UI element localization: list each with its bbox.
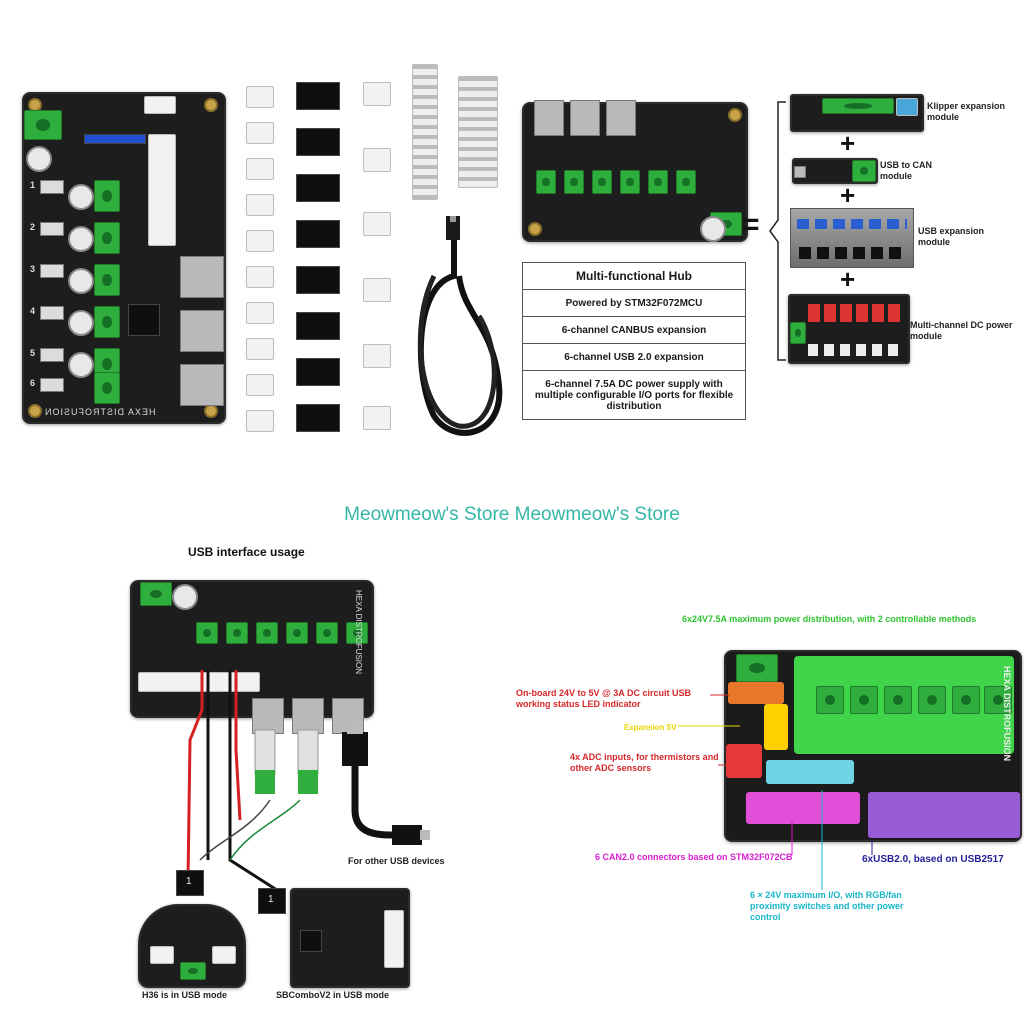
dc-power-module-image [788,294,910,364]
silkscreen-text: HEXA DISTROFUSION [1002,666,1012,762]
dip-switch [40,306,64,320]
dip-switch [40,222,64,236]
mount-hole [204,98,218,112]
plus-sign: + [840,264,856,294]
hub-table-row: 6-channel CANBUS expansion [523,316,745,343]
capacitor [68,184,94,210]
cable-tag-label: 1 [268,894,274,905]
silkscreen-text: HEXA DISTROFUSION [44,407,156,417]
module-label: USB expansion module [918,226,985,247]
annotation-io: 6 × 24V maximum I/O, with RGB/fan proxim… [750,890,904,922]
capacitor [68,310,94,336]
dip-switch [40,180,64,194]
zone-dcdc [728,682,784,704]
bracket [769,101,786,361]
dip-switch [40,348,64,362]
capacitor [26,146,52,172]
hub-table-row: 6-channel 7.5A DC power supply with mult… [523,370,745,419]
annotation-can: 6 CAN2.0 connectors based on STM32F072CB [595,852,793,862]
hub-feature-table: Multi-functional Hub Powered by STM32F07… [522,262,746,420]
output-terminal [94,306,120,338]
channel-number: 3 [30,264,36,274]
h36-board [138,904,246,988]
output-terminal [94,222,120,254]
mount-hole [204,404,218,418]
sbcombo-label: SBComboV2 in USB mode [276,990,390,1000]
hub-board [522,100,748,242]
header-pins [84,134,146,144]
connector [144,96,176,114]
channel-number: 4 [30,306,36,316]
module-label: Klipper expansion module [927,101,1006,122]
module-label: Multi-channel DC power module [910,320,1013,341]
module-label: USB to CAN module [880,160,932,181]
usb-expansion-module-image [790,208,914,268]
capacitor [68,226,94,252]
channel-number: 5 [30,348,36,358]
zone-expansion-5v [764,704,788,750]
cable-tag: 1 [258,888,286,914]
silkscreen-text: HEXA DISTROFUSION [354,590,363,675]
other-usb-devices-label: For other USB devices [348,856,445,866]
usb-wiring-diagram [186,670,430,894]
store-watermark: Meowmeow's Store Meowmeow's Store [344,504,680,525]
usb-cable-coiled [417,216,503,436]
plus-sign: + [840,128,856,158]
capacitor [68,352,94,378]
annotation-expansion-5v: Expansion 5V [624,723,677,732]
plus-sign: + [840,180,856,210]
usb-port [180,310,224,352]
power-terminal [24,110,62,140]
annotation-dcdc: On-board 24V to 5V @ 3A DC circuit USB w… [516,688,691,709]
output-terminal [94,372,120,404]
usb-port [180,256,224,298]
usb-port [180,364,224,406]
channel-number: 1 [30,180,36,190]
output-terminal [94,264,120,296]
output-terminal [94,180,120,212]
mcu-chip [128,304,160,336]
zone-io [766,760,854,784]
klipper-module-image [790,94,924,132]
channel-number: 6 [30,378,36,388]
main-board-top-view: 1 2 3 4 5 6 HEXA DISTROFUSION [22,92,226,424]
annotation-adc: 4x ADC inputs, for thermistors and other… [570,752,719,773]
dip-switch [40,378,64,392]
cable-tag-label: 1 [186,876,192,887]
hub-table-title: Multi-functional Hub [576,269,692,283]
cable-tag: 1 [176,870,204,896]
connector-column [148,134,176,246]
sbcombo-board [290,888,410,988]
zone-usb2 [868,792,1020,838]
channel-number: 2 [30,222,36,232]
annotated-board: HEXA DISTROFUSION [724,650,1022,842]
annotation-power-distribution: 6x24V7.5A maximum power distribution, wi… [682,614,977,624]
dip-switch [40,264,64,278]
zone-can [746,792,860,824]
hub-table-row: 6-channel USB 2.0 expansion [523,343,745,370]
usb-usage-title: USB interface usage [188,545,305,559]
zone-adc [726,744,762,778]
annotation-leader-lines [678,694,873,890]
equals-sign: = [742,208,760,241]
usb-to-can-module-image [792,158,878,184]
mount-hole [28,404,42,418]
hub-table-row: Powered by STM32F072MCU [523,289,745,316]
capacitor [68,268,94,294]
h36-label: H36 is in USB mode [142,990,228,1000]
annotation-usb2: 6xUSB2.0, based on USB2517 [862,854,1004,865]
